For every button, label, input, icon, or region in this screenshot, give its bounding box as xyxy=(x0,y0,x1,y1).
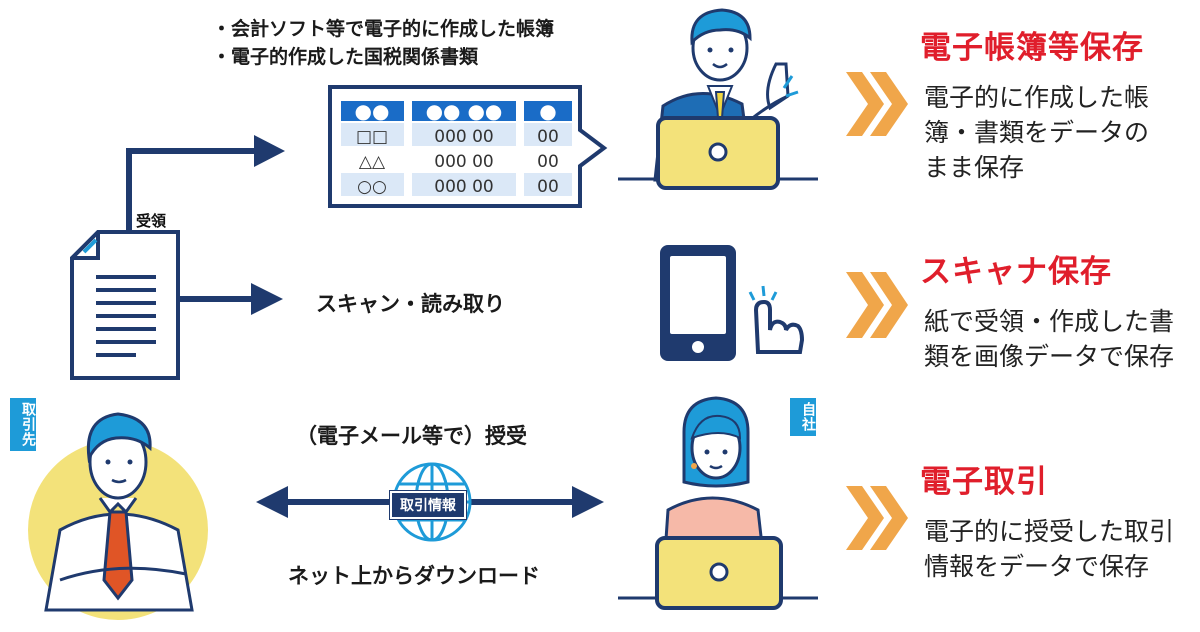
table-cell: 000 00 xyxy=(434,177,493,197)
download-label: ネット上からダウンロード xyxy=(288,564,540,588)
table-header-cell: ●● xyxy=(355,99,390,123)
spreadsheet-bubble: ●● ●● ●● ● □□ 000 00 00 △△ 000 00 00 ○○ 000 00 00 xyxy=(328,85,608,208)
business-partner-illustration xyxy=(28,412,208,620)
man-with-laptop-illustration xyxy=(618,8,818,190)
email-label: （電子メール等で）授受 xyxy=(296,424,527,448)
table-cell: 00 xyxy=(537,177,559,197)
chevron-right-icon-2 xyxy=(846,272,908,338)
section-title-electronic-transaction: 電子取引 xyxy=(920,464,1048,500)
desc-line: 電子的に授受した取引 xyxy=(924,517,1175,546)
desc-line: 簿・書類をデータの xyxy=(924,118,1150,147)
table-cell: △△ xyxy=(359,152,386,172)
scan-label: スキャン・読み取り xyxy=(316,292,505,316)
section-title-scanner: スキャナ保存 xyxy=(920,254,1112,290)
table-cell: 000 00 xyxy=(434,127,493,147)
desc-line: 電子的に作成した帳 xyxy=(924,83,1150,112)
woman-with-laptop-illustration xyxy=(618,396,818,610)
table-cell: 00 xyxy=(537,127,559,147)
table-header-cell: ●● ●● xyxy=(426,99,503,123)
table-cell: ○○ xyxy=(357,177,387,197)
desc-line: 情報をデータで保存 xyxy=(924,552,1150,581)
table-header-cell: ● xyxy=(539,99,556,123)
section-desc-electronic-transaction: 電子的に授受した取引 情報をデータで保存 xyxy=(924,514,1174,584)
section-title-electronic-books: 電子帳簿等保存 xyxy=(920,30,1144,66)
bullet-digital-documents: ・電子的作成した国税関係書類 xyxy=(212,46,479,68)
flow-arrow-middle xyxy=(180,283,283,315)
received-label: 受領 xyxy=(136,212,167,230)
tag-partner: 取引先 xyxy=(10,398,36,451)
chevron-right-icon-3 xyxy=(846,486,908,550)
tap-hand-icon xyxy=(748,285,805,354)
table-cell: 00 xyxy=(537,152,559,172)
desc-line: まま保存 xyxy=(924,153,1025,182)
table-cell: 000 00 xyxy=(434,152,493,172)
desc-line: 類を画像データで保存 xyxy=(924,342,1175,371)
table-cell: □□ xyxy=(356,127,388,147)
bullet-digital-books: ・会計ソフト等で電子的に作成した帳簿 xyxy=(212,18,555,40)
section-desc-electronic-books: 電子的に作成した帳 簿・書類をデータの まま保存 xyxy=(924,80,1149,185)
transaction-info-badge: 取引情報 xyxy=(389,490,467,520)
flow-arrow-upper xyxy=(126,135,285,232)
smartphone-icon xyxy=(660,245,736,361)
desc-line: 紙で受領・作成した書 xyxy=(924,307,1175,336)
paper-document-icon xyxy=(70,230,180,380)
section-desc-scanner: 紙で受領・作成した書 類を画像データで保存 xyxy=(924,304,1174,374)
chevron-right-icon-1 xyxy=(846,72,908,136)
tag-self: 自社 xyxy=(790,398,816,436)
